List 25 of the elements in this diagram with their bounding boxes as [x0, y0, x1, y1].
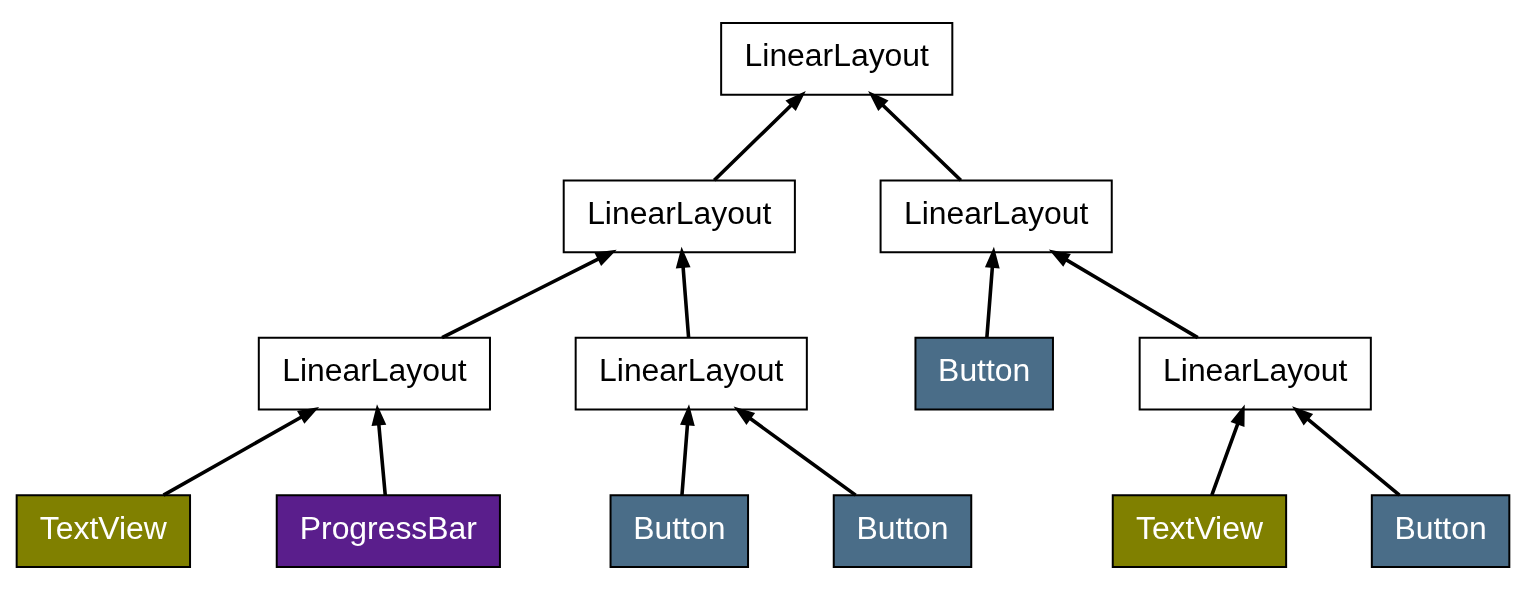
node-box: LinearLayout [879, 179, 1113, 254]
arrow [441, 249, 617, 340]
node-box: LinearLayout [1138, 336, 1372, 411]
node-box: LinearLayout [720, 21, 954, 96]
arrow [712, 91, 806, 182]
arrow [733, 406, 857, 497]
node-box: Button [1370, 494, 1511, 569]
arrow [868, 91, 963, 182]
node-box: ProgressBar [275, 494, 501, 569]
node-box: TextView [15, 494, 192, 569]
arrow [162, 407, 320, 497]
node-box: LinearLayout [574, 336, 808, 411]
arrow [1210, 404, 1245, 496]
arrow [1048, 249, 1199, 340]
arrow [680, 404, 695, 496]
node-box: TextView [1111, 494, 1288, 569]
node-box: Button [914, 336, 1054, 411]
arrow [1292, 406, 1401, 497]
arrow [371, 404, 388, 496]
node-box: LinearLayout [562, 179, 796, 254]
node-box: Button [609, 494, 750, 569]
arrow [984, 246, 1000, 338]
arrow [675, 246, 691, 338]
node-box: LinearLayout [257, 336, 491, 411]
node-box: Button [832, 494, 973, 569]
